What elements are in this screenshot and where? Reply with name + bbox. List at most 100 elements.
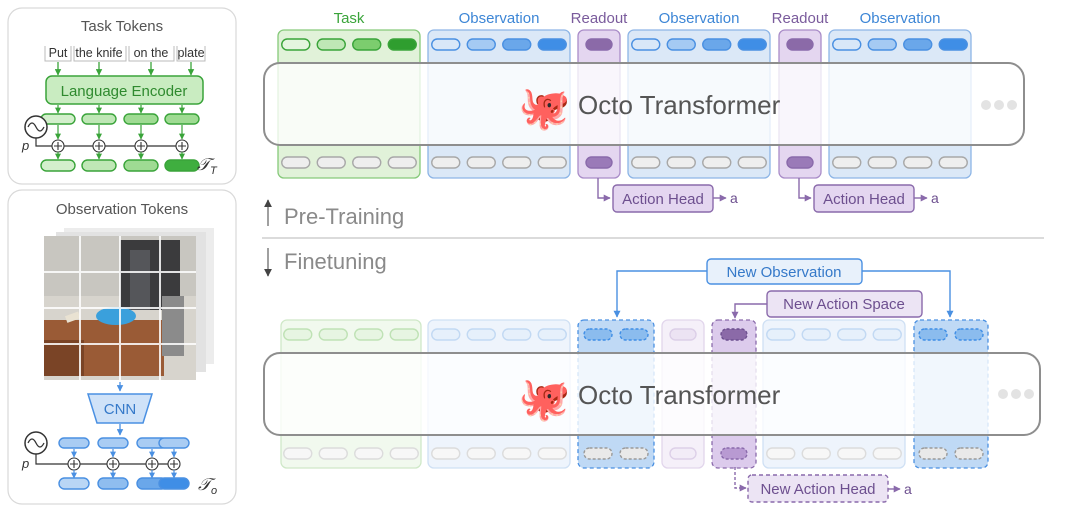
- add-icon: [51, 139, 65, 153]
- output-token: [837, 447, 867, 460]
- new-input-token: [583, 328, 613, 341]
- output-token: [281, 156, 311, 169]
- octo-transformer-label: Octo Transformer: [578, 90, 781, 120]
- octopus-icon: 🐙: [518, 375, 570, 424]
- task-token: [81, 113, 117, 125]
- observation-token: [97, 437, 129, 449]
- input-token: [669, 328, 697, 341]
- task-token: [164, 159, 200, 172]
- new-observation-label: New Observation: [726, 264, 841, 281]
- octopus-icon: 🐙: [518, 84, 570, 133]
- action-head-label: Action Head: [823, 191, 905, 208]
- obs-input-token: [631, 38, 661, 51]
- output-token: [832, 156, 862, 169]
- output-token: [283, 447, 313, 460]
- pretraining-stage-label: Pre-Training: [284, 204, 404, 229]
- readout-input-token: [786, 38, 814, 51]
- new-action-space-box: [766, 290, 923, 318]
- observation-token: [158, 437, 190, 449]
- cnn-label: CNN: [104, 401, 137, 418]
- add-icon: [67, 457, 81, 471]
- output-token: [867, 156, 897, 169]
- task-token: [81, 159, 117, 172]
- prompt-word: Put: [49, 46, 68, 60]
- observation-tokens-panel: Observation Tokens CNN p 𝒯o: [7, 189, 237, 505]
- output-token: [502, 447, 532, 460]
- readout-output-token: [585, 156, 613, 169]
- task-input-token: [316, 38, 346, 51]
- input-token: [537, 328, 567, 341]
- task-tokens-title: Task Tokens: [81, 18, 163, 35]
- observation-tokens-title: Observation Tokens: [56, 201, 188, 218]
- output-token: [766, 447, 796, 460]
- add-icon: [145, 457, 159, 471]
- obs-input-token: [903, 38, 933, 51]
- stage-divider: Pre-Training Finetuning: [262, 199, 1044, 277]
- output-token: [431, 447, 461, 460]
- output-token: [666, 156, 696, 169]
- obs-input-token: [867, 38, 897, 51]
- finetuning-stage-label: Finetuning: [284, 249, 387, 274]
- task-token: [40, 159, 76, 172]
- readout-group-label: Readout: [772, 10, 830, 27]
- readout-input-token: [585, 38, 613, 51]
- obs-input-token: [502, 38, 532, 51]
- input-token: [431, 328, 461, 341]
- obs-input-token: [666, 38, 696, 51]
- add-icon: [167, 457, 181, 471]
- new-action-space-label: New Action Space: [783, 296, 905, 313]
- more-tokens-ellipsis-icon: [998, 389, 1034, 399]
- input-token: [354, 328, 384, 341]
- new-output-token: [954, 447, 984, 460]
- output-token: [938, 156, 968, 169]
- readout-group-label: Readout: [571, 10, 629, 27]
- new-input-token: [918, 328, 948, 341]
- readout-output-token: [786, 156, 814, 169]
- output-token: [318, 447, 348, 460]
- positional-label: p: [21, 138, 29, 153]
- language-encoder-label: Language Encoder: [61, 83, 188, 100]
- input-token: [283, 328, 313, 341]
- input-token: [466, 328, 496, 341]
- action-output-label: a: [931, 190, 939, 206]
- new-input-token: [619, 328, 649, 341]
- obs-input-token: [938, 38, 968, 51]
- obs-input-token: [537, 38, 567, 51]
- output-token: [537, 156, 567, 169]
- input-token: [766, 328, 796, 341]
- action-output-label: a: [730, 190, 738, 206]
- input-token: [502, 328, 532, 341]
- output-token: [669, 447, 697, 460]
- language-encoder-box: [45, 75, 204, 105]
- octo-transformer-box: [263, 62, 1025, 146]
- observation-token: [58, 477, 90, 490]
- output-token: [702, 156, 732, 169]
- prompt-word: plate: [177, 46, 204, 60]
- obs-input-token: [466, 38, 496, 51]
- output-token: [631, 156, 661, 169]
- observation-token: [158, 477, 190, 490]
- output-token: [872, 447, 902, 460]
- observation-token: [97, 477, 129, 490]
- input-token: [801, 328, 831, 341]
- obs-input-token: [702, 38, 732, 51]
- task-token: [164, 113, 200, 125]
- output-token: [502, 156, 532, 169]
- output-token: [466, 447, 496, 460]
- task-input-token: [281, 38, 311, 51]
- output-token: [431, 156, 461, 169]
- add-icon: [106, 457, 120, 471]
- camera-observation-image: [44, 236, 196, 380]
- new-output-token: [583, 447, 613, 460]
- new-output-token: [918, 447, 948, 460]
- task-token: [123, 159, 159, 172]
- output-token: [387, 156, 417, 169]
- output-token: [389, 447, 419, 460]
- add-icon: [134, 139, 148, 153]
- new-input-token: [954, 328, 984, 341]
- new-output-token: [720, 447, 748, 460]
- new-input-token: [720, 328, 748, 341]
- task-input-token: [352, 38, 382, 51]
- task-input-token: [387, 38, 417, 51]
- output-token: [352, 156, 382, 169]
